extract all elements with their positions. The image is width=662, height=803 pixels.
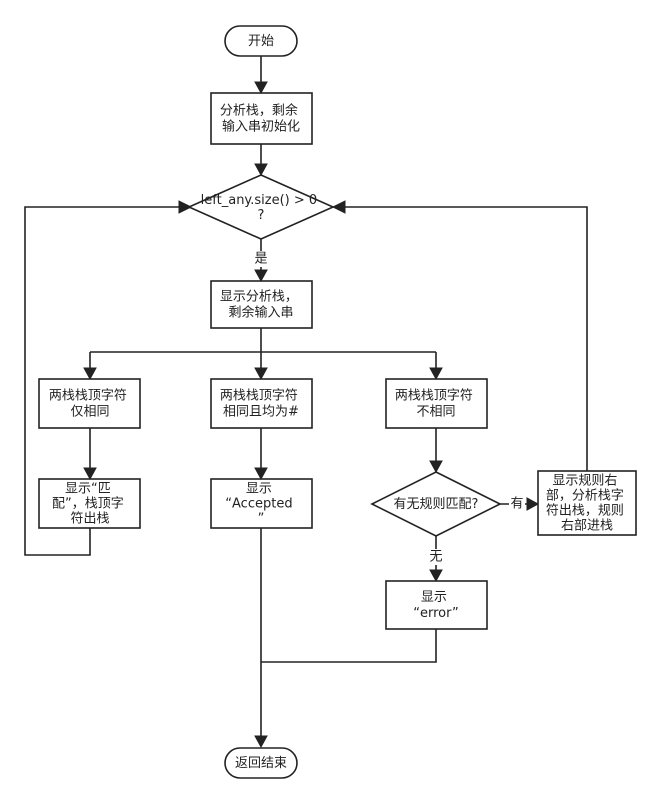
arrow-both-hash-to-accepted xyxy=(254,467,268,481)
show-error-node: 显示 “error” xyxy=(385,580,488,630)
show-match-pop-node: 显示“匹 配”，栈顶字 符出栈 xyxy=(38,478,141,529)
show-match-pop-line-3: 符出栈 xyxy=(70,510,109,526)
rule-decision-text: 有无规则匹配? xyxy=(394,497,479,512)
yes-label-bg xyxy=(252,251,270,267)
end-node-text: 返回结束 xyxy=(235,756,287,771)
init-node-line-1: 分析栈，剩余 xyxy=(220,102,298,118)
branch-both-hash-text: 两栈栈顶字符 相同且均为# xyxy=(220,387,302,419)
show-accepted-node: 显示 “Accepted ” xyxy=(210,478,313,529)
start-node-shape xyxy=(224,25,298,57)
yes-label: 是 xyxy=(254,252,267,267)
end-node-line-1: 返回结束 xyxy=(235,756,287,771)
show-accepted-text: 显示 “Accepted ” xyxy=(225,481,296,526)
show-match-pop-shape xyxy=(38,478,141,529)
show-match-pop-line-2: 配”，栈顶字 xyxy=(52,496,124,511)
has-rule-label: 有 xyxy=(510,497,523,512)
end-node: 返回结束 xyxy=(224,747,298,779)
arrow-start-to-init xyxy=(254,81,268,95)
show-error-line-1: 显示 xyxy=(421,590,447,605)
init-node-text: 分析栈，剩余 输入串初始化 xyxy=(220,102,302,134)
branch-both-hash-shape xyxy=(210,378,313,429)
branch-both-hash-line-1: 两栈栈顶字符 xyxy=(220,387,298,403)
init-node: 分析栈，剩余 输入串初始化 xyxy=(210,92,313,145)
rule-decision-line-1: 有无规则匹配? xyxy=(394,497,479,512)
show-accepted-line-2: “Accepted xyxy=(225,496,292,511)
condition-node-shape xyxy=(187,174,335,240)
end-node-shape xyxy=(224,747,298,779)
no-rule-label-bg xyxy=(427,549,445,565)
branch-not-equal-node: 两栈栈顶字符 不相同 xyxy=(385,378,488,429)
arrow-partial-match-to-show-pop xyxy=(83,467,97,481)
edge-rule-push-loop-back xyxy=(343,206,588,471)
branch-partial-match-line-2: 仅相同 xyxy=(70,404,109,419)
start-node-text: 开始 xyxy=(248,34,274,49)
arrow-condition-to-show-stack xyxy=(254,269,268,283)
condition-node: left_any.size() > 0 ? xyxy=(187,174,335,240)
show-match-pop-text: 显示“匹 配”，栈顶字 符出栈 xyxy=(52,481,128,526)
init-node-shape xyxy=(210,92,313,145)
condition-node-text: left_any.size() > 0 ? xyxy=(201,193,322,223)
edges xyxy=(24,56,588,749)
edge-show-pop-loop-back xyxy=(24,206,181,556)
show-error-line-2: “error” xyxy=(413,606,459,621)
arrow-rule-decision-to-rule-push xyxy=(526,497,540,511)
show-rule-push-line-4: 右部进栈 xyxy=(561,518,613,533)
show-accepted-line-3: ” xyxy=(258,511,265,526)
arrow-init-to-condition xyxy=(254,163,268,177)
show-rule-push-node: 显示规则右 部，分析栈字 符出栈，规则 右部进栈 xyxy=(537,470,637,536)
branch-not-equal-line-2: 不相同 xyxy=(416,404,455,419)
show-accepted-shape xyxy=(210,478,313,529)
arrow-accepted-to-end xyxy=(254,735,268,749)
start-node: 开始 xyxy=(224,25,298,57)
init-node-line-2: 输入串初始化 xyxy=(222,118,300,134)
arrow-not-equal-to-rule-decision xyxy=(429,460,443,474)
branch-partial-match-node: 两栈栈顶字符 仅相同 xyxy=(38,378,141,429)
arrow-show-pop-loop-back xyxy=(178,200,193,214)
branch-partial-match-shape xyxy=(38,378,141,429)
branch-partial-match-text: 两栈栈顶字符 仅相同 xyxy=(49,387,131,419)
rule-decision-node: 有无规则匹配? xyxy=(370,471,502,537)
show-rule-push-line-1: 显示规则右 xyxy=(552,473,617,488)
nodes: 开始 分析栈，剩余 输入串初始化 left_any.size() > 0 ? 显… xyxy=(38,25,637,779)
branch-not-equal-shape xyxy=(385,378,488,429)
start-node-line-1: 开始 xyxy=(248,34,274,49)
show-accepted-line-1: 显示 xyxy=(246,481,272,496)
show-stack-node: 显示分析栈， 剩余输入串 xyxy=(210,280,313,329)
no-rule-label: 无 xyxy=(429,550,442,565)
branch-both-hash-node: 两栈栈顶字符 相同且均为# xyxy=(210,378,313,429)
branch-not-equal-line-1: 两栈栈顶字符 xyxy=(395,387,473,403)
show-stack-node-line-2: 剩余输入串 xyxy=(228,304,293,320)
arrow-rule-push-loop-back xyxy=(331,200,346,214)
condition-node-line-2: ? xyxy=(258,208,265,223)
arrow-bus-to-both-hash xyxy=(254,367,268,381)
rule-decision-shape xyxy=(370,471,502,537)
branch-both-hash-line-2: 相同且均为# xyxy=(223,404,299,419)
branch-partial-match-line-1: 两栈栈顶字符 xyxy=(49,387,127,403)
show-rule-push-line-3: 符出栈，规则 xyxy=(546,502,624,518)
edge-error-to-end xyxy=(261,629,437,663)
show-stack-node-line-1: 显示分析栈， xyxy=(220,289,298,304)
edge-labels: 是 有 无 xyxy=(252,251,525,565)
condition-node-line-1: left_any.size() > 0 xyxy=(201,193,318,208)
arrow-bus-to-partial-match xyxy=(83,367,97,381)
show-rule-push-line-2: 部，分析栈字 xyxy=(546,488,624,503)
show-stack-node-shape xyxy=(210,280,313,329)
show-error-shape xyxy=(385,580,488,630)
arrow-bus-to-not-equal xyxy=(429,367,443,381)
show-error-text: 显示 “error” xyxy=(413,590,459,621)
show-rule-push-text: 显示规则右 部，分析栈字 符出栈，规则 右部进栈 xyxy=(546,473,628,533)
arrow-rule-decision-to-error xyxy=(429,569,443,583)
show-rule-push-shape xyxy=(537,470,637,536)
has-rule-label-bg xyxy=(509,496,525,512)
branch-not-equal-text: 两栈栈顶字符 不相同 xyxy=(395,387,477,419)
show-stack-node-text: 显示分析栈， 剩余输入串 xyxy=(220,289,302,320)
show-match-pop-line-1: 显示“匹 xyxy=(65,481,111,496)
